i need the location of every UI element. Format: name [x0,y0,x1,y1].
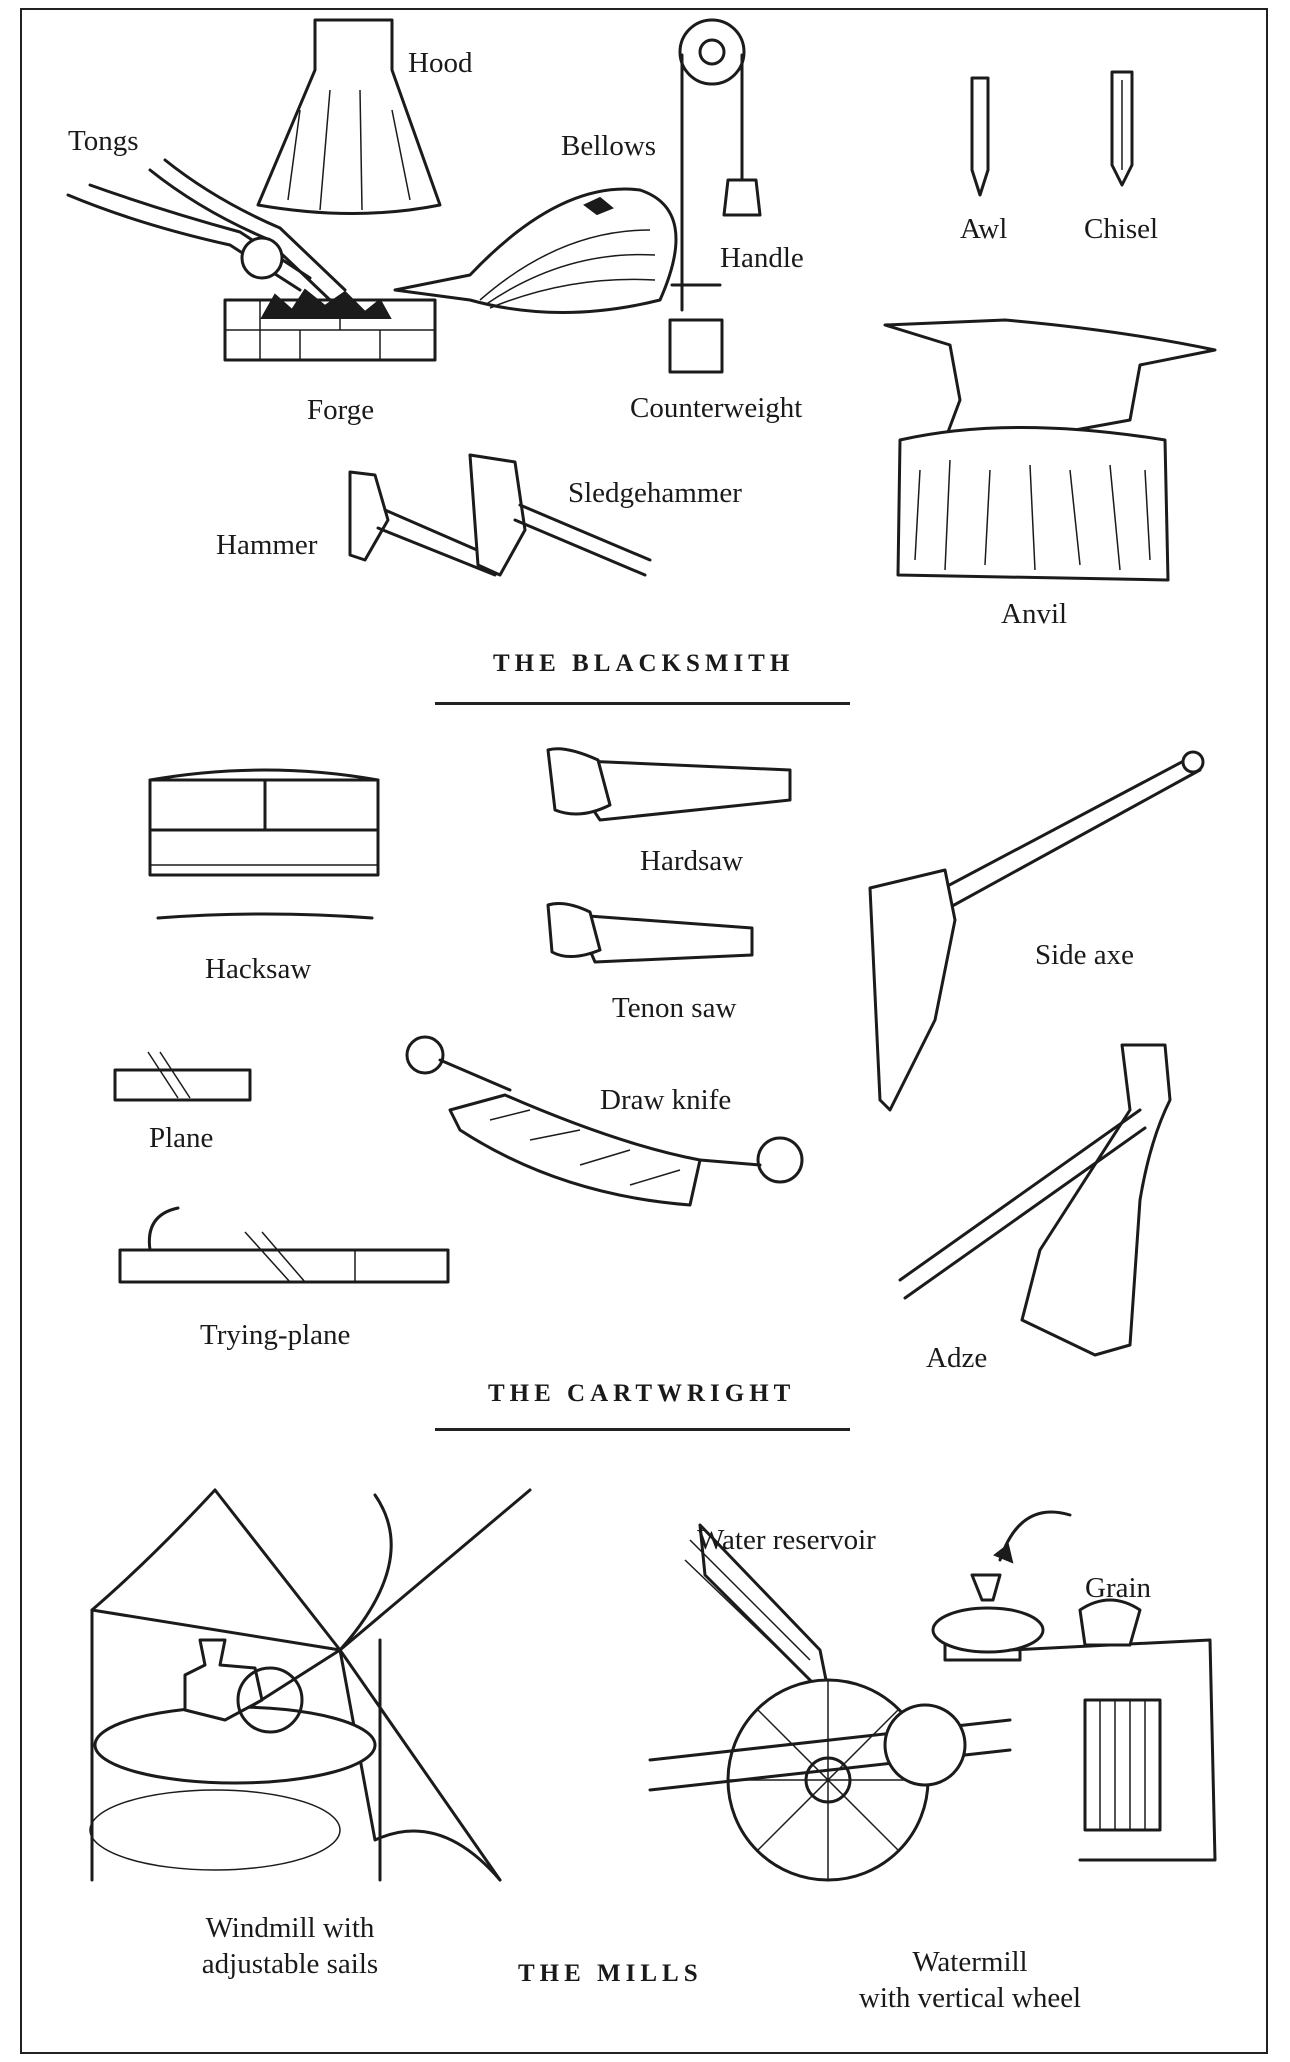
section-title-cartwright: THE CARTWRIGHT [488,1380,796,1407]
bellows-illustration [393,187,678,314]
label-tenon-saw: Tenon saw [612,992,737,1024]
watermill-illustration [648,1510,1217,1882]
trying-plane-illustration [118,1206,450,1284]
anvil-illustration [883,318,1217,582]
label-chisel: Chisel [1084,213,1159,245]
tongs-illustration [66,158,347,302]
awl-illustration [970,76,990,197]
plane-illustration [113,1051,252,1102]
label-tongs: Tongs [68,125,139,157]
label-hammer: Hammer [216,529,318,561]
label-bellows: Bellows [561,130,657,162]
label-adze: Adze [926,1342,988,1374]
chisel-illustration [1110,70,1134,187]
label-counterweight: Counterweight [630,392,803,424]
hammer-illustration [348,470,502,577]
pulley-illustration [668,18,762,374]
label-water-reservoir: Water reservoir [697,1524,876,1556]
label-hood: Hood [408,47,473,79]
label-sledgehammer: Sledgehammer [568,477,742,509]
label-watermill-line2: with vertical wheel [858,1982,1082,2014]
sledgehammer-illustration [468,453,652,577]
hood-illustration [256,18,442,215]
label-hacksaw: Hacksaw [205,953,312,985]
hardsaw-illustration [546,747,792,822]
windmill-illustration [89,1488,532,1882]
forge-illustration [223,288,437,362]
label-windmill-line1: Windmill with [205,1912,375,1944]
label-anvil: Anvil [1001,598,1068,630]
label-forge: Forge [307,394,375,426]
label-trying-plane: Trying-plane [200,1319,351,1351]
section-title-mills: THE MILLS [518,1960,703,1987]
label-plane: Plane [149,1122,214,1154]
label-draw-knife: Draw knife [600,1084,732,1116]
plate-border [20,8,1268,2054]
label-handle: Handle [720,242,804,274]
label-grain: Grain [1085,1572,1152,1604]
adze-illustration [898,1043,1172,1357]
label-watermill-line1: Watermill [912,1946,1028,1978]
hacksaw-illustration [148,768,380,920]
label-windmill-line2: adjustable sails [201,1948,379,1980]
section-divider-blacksmith [435,702,850,705]
label-awl: Awl [960,213,1008,245]
draw-knife-illustration [405,1035,804,1207]
section-divider-cartwright [435,1428,850,1431]
label-hardsaw: Hardsaw [640,845,744,877]
label-side-axe: Side axe [1035,939,1135,971]
section-title-blacksmith: THE BLACKSMITH [493,650,795,677]
side-axe-illustration [868,750,1205,1112]
tenon-saw-illustration [546,902,754,964]
